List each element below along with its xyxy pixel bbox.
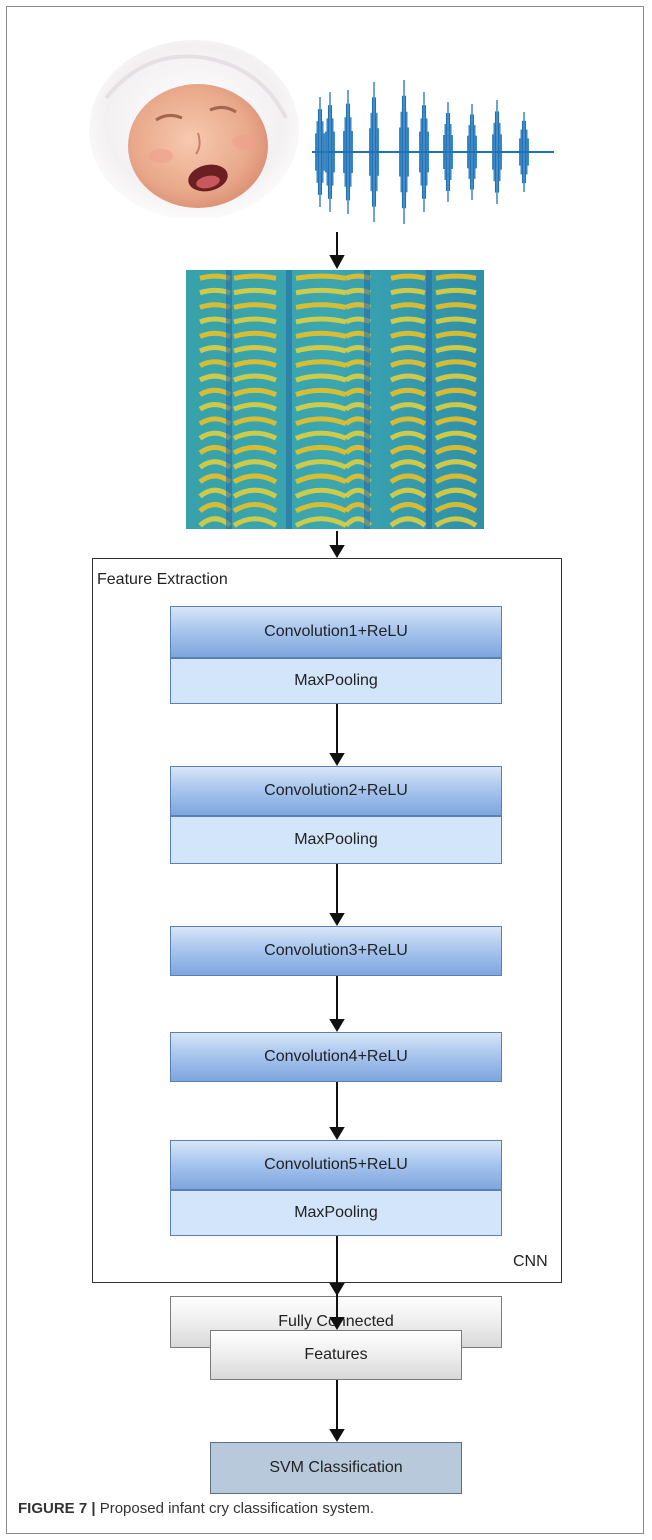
arrow-head bbox=[329, 255, 345, 270]
arrow-head bbox=[329, 1429, 345, 1442]
arrow-head bbox=[329, 1127, 345, 1140]
conv3-block: Convolution3+ReLU bbox=[170, 926, 502, 976]
maxpool2-block: MaxPooling bbox=[170, 816, 502, 864]
svm-classification-block: SVM Classification bbox=[210, 1442, 462, 1494]
conv4-block: Convolution4+ReLU bbox=[170, 1032, 502, 1082]
feature-extraction-label: Feature Extraction bbox=[97, 571, 228, 588]
arrow-head bbox=[329, 545, 345, 558]
figure-frame bbox=[6, 6, 644, 1534]
arrow-head bbox=[329, 913, 345, 926]
maxpool1-block: MaxPooling bbox=[170, 658, 502, 704]
conv2-block: Convolution2+ReLU bbox=[170, 766, 502, 816]
conv1-block: Convolution1+ReLU bbox=[170, 606, 502, 658]
maxpool3-block: MaxPooling bbox=[170, 1190, 502, 1236]
arrow-head bbox=[329, 1019, 345, 1032]
crying-infant-image bbox=[86, 38, 306, 218]
cnn-label: CNN bbox=[513, 1253, 548, 1270]
figure-caption: FIGURE 7 | Proposed infant cry classific… bbox=[18, 1500, 374, 1517]
arrow-head bbox=[329, 1317, 345, 1330]
figure-caption-text: Proposed infant cry classification syste… bbox=[95, 1500, 374, 1517]
arrow-head bbox=[329, 753, 345, 766]
conv5-block: Convolution5+ReLU bbox=[170, 1140, 502, 1190]
features-block: Features bbox=[210, 1330, 462, 1380]
spectrogram-image bbox=[186, 270, 484, 529]
figure-label: FIGURE 7 | bbox=[18, 1500, 96, 1517]
cry-waveform bbox=[312, 80, 554, 224]
